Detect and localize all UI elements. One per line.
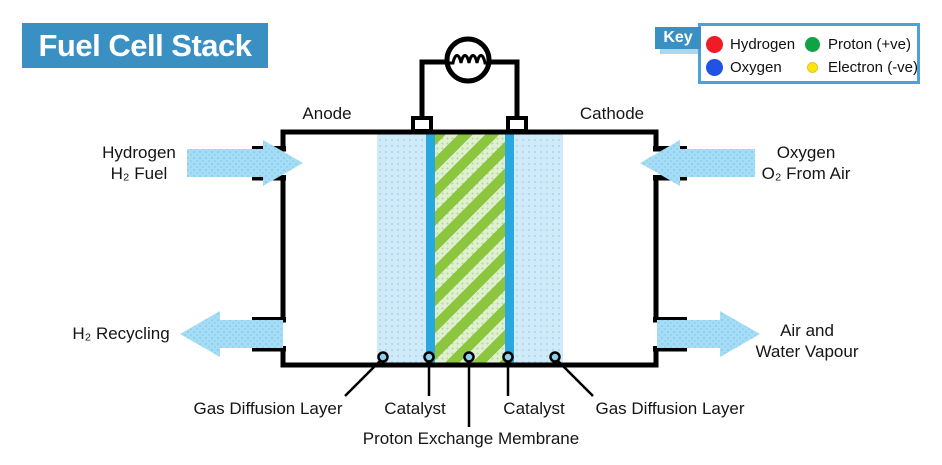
- legend-item-oxygen: Oxygen: [705, 56, 782, 78]
- hydrogen-recycling-arrow: [180, 311, 283, 357]
- hydrogen-in-line2: H₂ Fuel: [110, 164, 168, 183]
- hydrogen-in-arrow: [187, 140, 303, 186]
- proton-exchange-membrane-layer: [435, 131, 505, 364]
- oxygen-in-line1: Oxygen: [776, 143, 836, 162]
- proton-dot-icon: [803, 36, 822, 52]
- air-water-out-label: Air and Water Vapour: [756, 320, 859, 362]
- port-bars: [252, 146, 687, 352]
- circuit-terminals: [411, 116, 528, 133]
- key-legend: Hydrogen Oxygen Proton (+ve) Electron (-…: [698, 23, 920, 84]
- key-tab: Key: [655, 27, 701, 49]
- hydrogen-in-label: Hydrogen H₂ Fuel: [102, 142, 176, 184]
- key-tab-shadow: [660, 48, 700, 54]
- hydrogen-recycling-line1: H₂ Recycling: [72, 324, 170, 343]
- page-title: Fuel Cell Stack: [22, 23, 268, 68]
- legend-item-electron: Electron (-ve): [803, 56, 918, 78]
- oxygen-dot-icon: [705, 58, 724, 76]
- legend-label: Hydrogen: [730, 35, 796, 53]
- legend-label: Oxygen: [730, 58, 782, 76]
- pem-label: Proton Exchange Membrane: [362, 429, 580, 448]
- cell-box-outline: [280, 129, 659, 368]
- callout-leader-lines: [344, 359, 594, 427]
- catalyst-layer-right: [505, 131, 514, 364]
- gdl-left-label: Gas Diffusion Layer: [193, 399, 343, 418]
- oxygen-in-line2: O₂ From Air: [761, 164, 851, 183]
- legend-label: Proton (+ve): [828, 35, 911, 53]
- anode-label: Anode: [302, 104, 352, 123]
- hydrogen-dot-icon: [705, 35, 724, 53]
- catalyst-left-label: Catalyst: [384, 399, 446, 418]
- electron-dot-icon: [803, 61, 822, 73]
- oxygen-in-arrow: [640, 140, 755, 186]
- cathode-label: Cathode: [579, 104, 645, 123]
- gas-diffusion-layer-right: [514, 131, 563, 364]
- oxygen-in-label: Oxygen O₂ From Air: [762, 142, 851, 184]
- catalyst-layer-left: [426, 131, 435, 364]
- legend-label: Electron (-ve): [828, 58, 919, 76]
- hydrogen-in-line1: Hydrogen: [102, 143, 176, 162]
- gas-diffusion-layer-left: [377, 131, 426, 364]
- legend-item-hydrogen: Hydrogen: [705, 33, 795, 55]
- legend-item-proton: Proton (+ve): [803, 33, 911, 55]
- layer-callout-dots: [377, 351, 561, 363]
- air-water-out-arrow: [657, 311, 760, 357]
- catalyst-right-label: Catalyst: [503, 399, 565, 418]
- port-gaps: [278, 150, 661, 348]
- air-out-line2: Water Vapour: [755, 342, 859, 361]
- gdl-right-label: Gas Diffusion Layer: [595, 399, 745, 418]
- air-out-line1: Air and: [780, 321, 834, 340]
- hydrogen-recycling-label: H₂ Recycling: [72, 323, 169, 344]
- resistor-coil-icon: [447, 54, 491, 65]
